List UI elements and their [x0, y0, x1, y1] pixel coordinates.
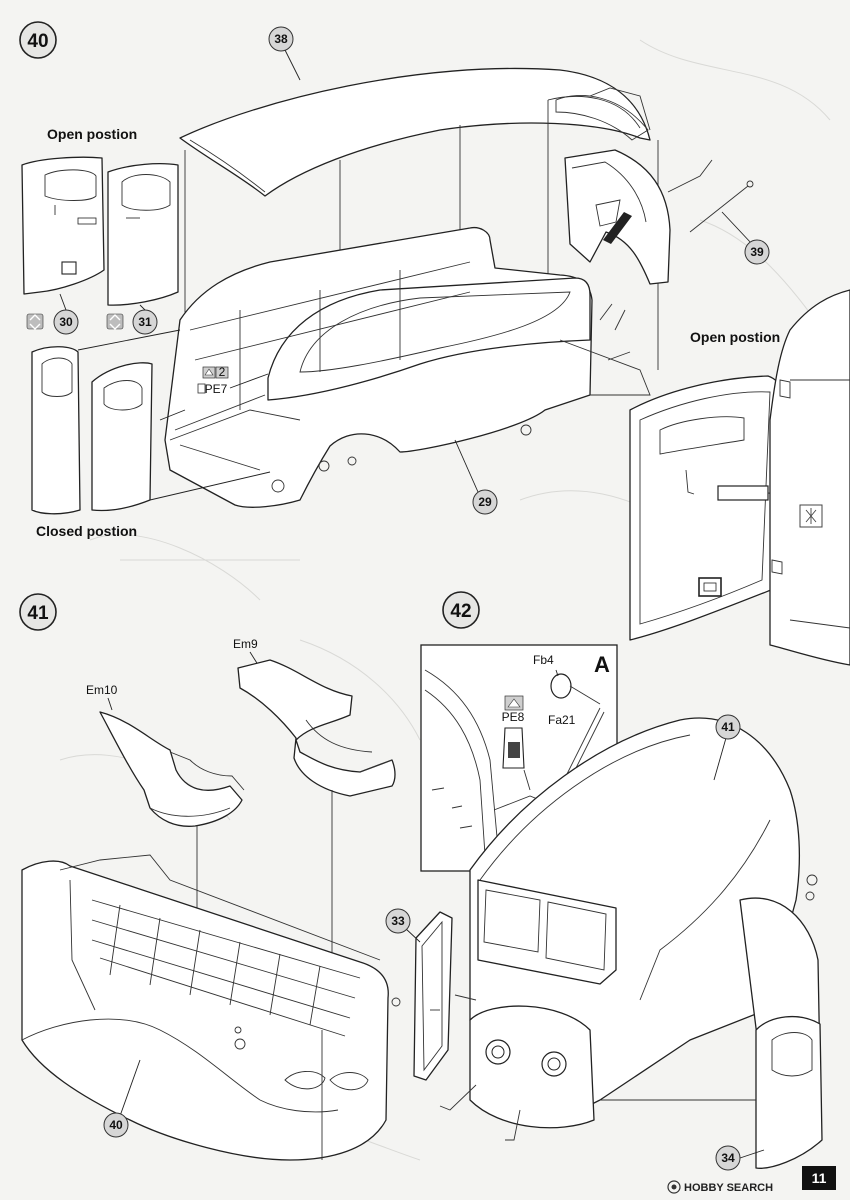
svg-text:38: 38: [274, 32, 288, 46]
svg-text:PE8: PE8: [502, 710, 525, 724]
callout-29: [472, 489, 498, 515]
callout-39: [744, 239, 770, 265]
part-em9: [237, 659, 396, 797]
svg-text:2: 2: [219, 365, 226, 379]
callout-33: [385, 908, 411, 934]
step-40-badge: 40: [19, 21, 57, 59]
page-number-tab: 11: [802, 1166, 836, 1190]
pe7-marker: 2 PE7: [197, 365, 269, 396]
svg-text:41: 41: [27, 603, 49, 624]
label-em10: Em10: [86, 683, 118, 697]
svg-text:HOBBY SEARCH: HOBBY SEARCH: [684, 1182, 773, 1194]
closed-position-label: Closed postion: [36, 523, 137, 539]
callout-38: [268, 26, 294, 52]
step-42-badge: 42: [442, 591, 480, 629]
open-position-label-right: Open postion: [690, 329, 780, 345]
cab-part-41: [439, 717, 823, 1169]
rear-cab-body-29: [164, 226, 651, 508]
hobby-search-watermark: HOBBY SEARCH: [667, 1180, 773, 1194]
svg-text:40: 40: [27, 31, 48, 52]
callout-34: [715, 1145, 741, 1171]
callout-30-group: 30: [26, 309, 79, 335]
svg-text:40: 40: [109, 1118, 123, 1132]
roof-part-38: [179, 67, 651, 197]
label-em9: Em9: [233, 637, 258, 651]
svg-text:29: 29: [478, 495, 492, 509]
callout-41: [715, 714, 741, 740]
svg-text:42: 42: [450, 601, 471, 622]
svg-text:PE7: PE7: [205, 382, 228, 396]
svg-text:34: 34: [721, 1151, 735, 1165]
door-31-open: [107, 163, 179, 306]
chassis-part-40: [21, 854, 401, 1161]
svg-text:31: 31: [138, 315, 152, 329]
svg-text:39: 39: [750, 245, 764, 259]
rear-cab-part-39: [555, 95, 754, 285]
step-41-badge: 41: [19, 593, 57, 631]
door-30-open: [21, 156, 105, 295]
label-fb4: Fb4: [533, 653, 554, 667]
svg-text:33: 33: [391, 914, 405, 928]
svg-text:30: 30: [59, 315, 73, 329]
door-detail-right: [629, 289, 850, 666]
part-em10: [99, 711, 245, 827]
svg-text:A: A: [594, 652, 610, 677]
label-fa21: Fa21: [548, 713, 576, 727]
door-30-closed: [31, 346, 81, 515]
svg-text:11: 11: [812, 1170, 827, 1186]
door-part-33: [413, 911, 453, 1081]
callout-40: [103, 1112, 129, 1138]
open-position-label-top: Open postion: [47, 126, 137, 142]
door-31-closed: [91, 362, 153, 512]
callout-31-group: 31: [106, 309, 158, 335]
svg-text:41: 41: [721, 720, 735, 734]
